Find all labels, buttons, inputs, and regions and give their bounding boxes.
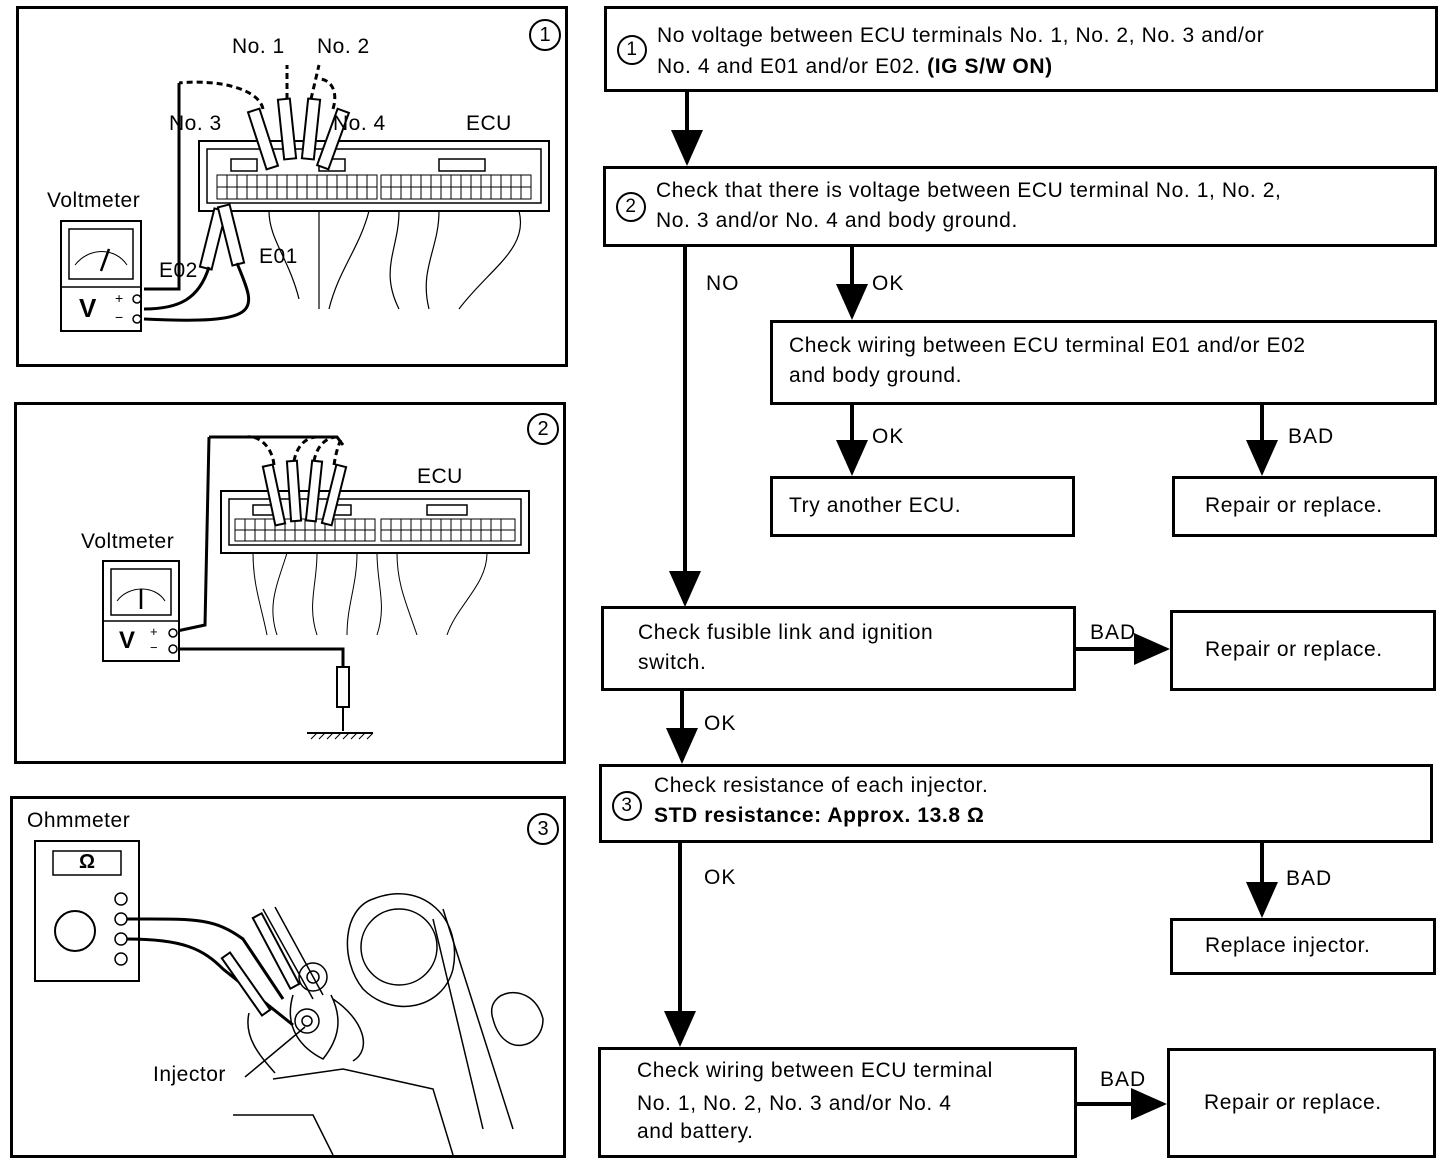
repair-ground-text: Repair or replace. <box>1205 494 1383 517</box>
figure-2-panel: 2 <box>14 402 566 764</box>
ohm-symbol: Ω <box>79 851 96 873</box>
body-ground-voltage-drawing <box>102 435 530 740</box>
check-ground-wiring-box: Check wiring between ECU terminal E01 an… <box>770 320 1437 405</box>
repair-battery-wiring-text: Repair or replace. <box>1204 1091 1382 1114</box>
figure-1-panel: 1 <box>16 6 568 367</box>
voltmeter-label: Voltmeter <box>81 530 175 553</box>
step-1-line-2: No. 4 and E01 and/or E02. (IG S/W ON) <box>657 52 1053 82</box>
std-resistance-spec: STD resistance: Approx. 13.8 Ω <box>654 804 985 827</box>
step-1-number: 1 <box>617 35 647 65</box>
minus-terminal-label: − <box>150 640 159 655</box>
ecu-label: ECU <box>466 112 512 135</box>
repair-battery-wiring-box: Repair or replace. <box>1167 1048 1436 1158</box>
ecu-label: ECU <box>417 465 463 488</box>
probe-label-no2: No. 2 <box>317 35 370 58</box>
step-3-number: 3 <box>612 791 642 821</box>
check-ground-line-2: and body ground. <box>789 364 963 387</box>
minus-terminal-label: − <box>115 309 124 325</box>
step-1-line-2-text: No. 4 and E01 and/or E02. <box>657 55 921 78</box>
replace-injector-text: Replace injector. <box>1205 934 1371 957</box>
edge-label-bad-ground: BAD <box>1288 425 1335 448</box>
step-1-box: 1 No voltage between ECU terminals No. 1… <box>604 6 1438 92</box>
injector-label: Injector <box>153 1063 226 1086</box>
edge-label-bad-injector: BAD <box>1286 867 1333 890</box>
check-battery-line-3: and battery. <box>637 1120 754 1143</box>
step-2-box: 2 Check that there is voltage between EC… <box>603 166 1437 247</box>
ohmmeter-label: Ohmmeter <box>27 809 131 832</box>
edge-label-bad-fusible: BAD <box>1090 621 1137 644</box>
edge-label-bad-battery-wiring: BAD <box>1100 1068 1147 1091</box>
plus-terminal-label: + <box>115 290 124 306</box>
edge-label-ok-to-ground-check: OK <box>872 272 905 295</box>
probe-label-no3: No. 3 <box>169 112 222 135</box>
step-2-line-2: No. 3 and/or No. 4 and body ground. <box>656 209 1018 232</box>
e02-label: E02 <box>159 259 198 282</box>
edge-label-ok-to-try-ecu: OK <box>872 425 905 448</box>
figure-3-panel: 3 Ohmmeter Ω Injecto <box>10 796 566 1158</box>
check-fusible-line-1: Check fusible link and ignition <box>638 621 934 644</box>
step-3-line-1: Check resistance of each injector. <box>654 774 989 797</box>
check-fusible-link-box: Check fusible link and ignition switch. <box>601 606 1076 691</box>
repair-fusible-box: Repair or replace. <box>1170 610 1436 691</box>
step-2-line-1: Check that there is voltage between ECU … <box>656 179 1282 202</box>
edge-label-ok-to-step-3: OK <box>704 712 737 735</box>
check-battery-line-1: Check wiring between ECU terminal <box>637 1059 993 1082</box>
figure-3-number: 3 <box>527 813 559 845</box>
voltmeter-v-symbol: V <box>119 627 136 654</box>
figure-1-number: 1 <box>529 19 561 51</box>
edge-label-ok-to-wiring-check: OK <box>704 866 737 889</box>
edge-label-no: NO <box>706 272 740 295</box>
voltmeter-v-symbol: V <box>79 293 97 323</box>
ecu-voltage-test-drawing <box>60 64 550 332</box>
check-battery-line-2: No. 1, No. 2, No. 3 and/or No. 4 <box>637 1092 952 1115</box>
voltmeter-label: Voltmeter <box>47 189 141 212</box>
figure-2-number: 2 <box>527 413 559 445</box>
try-another-ecu-box: Try another ECU. <box>770 476 1075 537</box>
e01-label: E01 <box>259 245 298 268</box>
step-1-line-1: No voltage between ECU terminals No. 1, … <box>657 24 1265 47</box>
replace-injector-box: Replace injector. <box>1170 918 1436 975</box>
ignition-switch-note: (IG S/W ON) <box>927 55 1053 78</box>
check-fusible-line-2: switch. <box>638 651 707 674</box>
step-3-box: 3 Check resistance of each injector. STD… <box>599 764 1433 843</box>
plus-terminal-label: + <box>150 624 159 639</box>
step-2-number: 2 <box>616 192 646 222</box>
check-ground-line-1: Check wiring between ECU terminal E01 an… <box>789 334 1306 357</box>
repair-fusible-text: Repair or replace. <box>1205 638 1383 661</box>
probe-label-no1: No. 1 <box>232 35 285 58</box>
try-another-ecu-text: Try another ECU. <box>789 494 962 517</box>
check-battery-wiring-box: Check wiring between ECU terminal No. 1,… <box>598 1047 1077 1158</box>
repair-ground-box: Repair or replace. <box>1172 476 1437 537</box>
probe-label-no4: No. 4 <box>333 112 386 135</box>
injector-resistance-drawing <box>34 840 544 1155</box>
